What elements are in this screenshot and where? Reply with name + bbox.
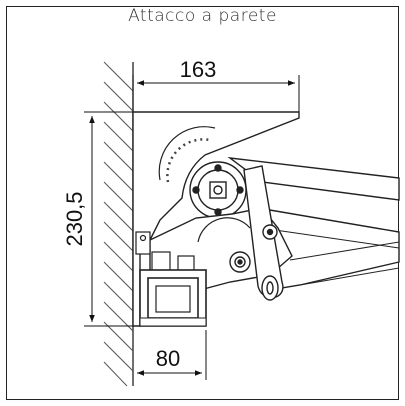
clamp-details [135,231,195,273]
wall-hatching [103,61,134,387]
arm-profile [227,156,400,291]
drawing-caption: Attacco a parete [128,6,277,26]
dimension-bottom-label: 80 [156,346,180,371]
dimension-top-label: 163 [180,57,217,82]
square-profile [139,269,207,327]
adjustment-lever [243,165,284,301]
rotation-hub [158,126,247,219]
dimension-left [84,111,140,327]
dimension-bottom [137,330,207,380]
dimension-left-label: 230,5 [62,191,87,246]
dimension-top [132,75,300,112]
